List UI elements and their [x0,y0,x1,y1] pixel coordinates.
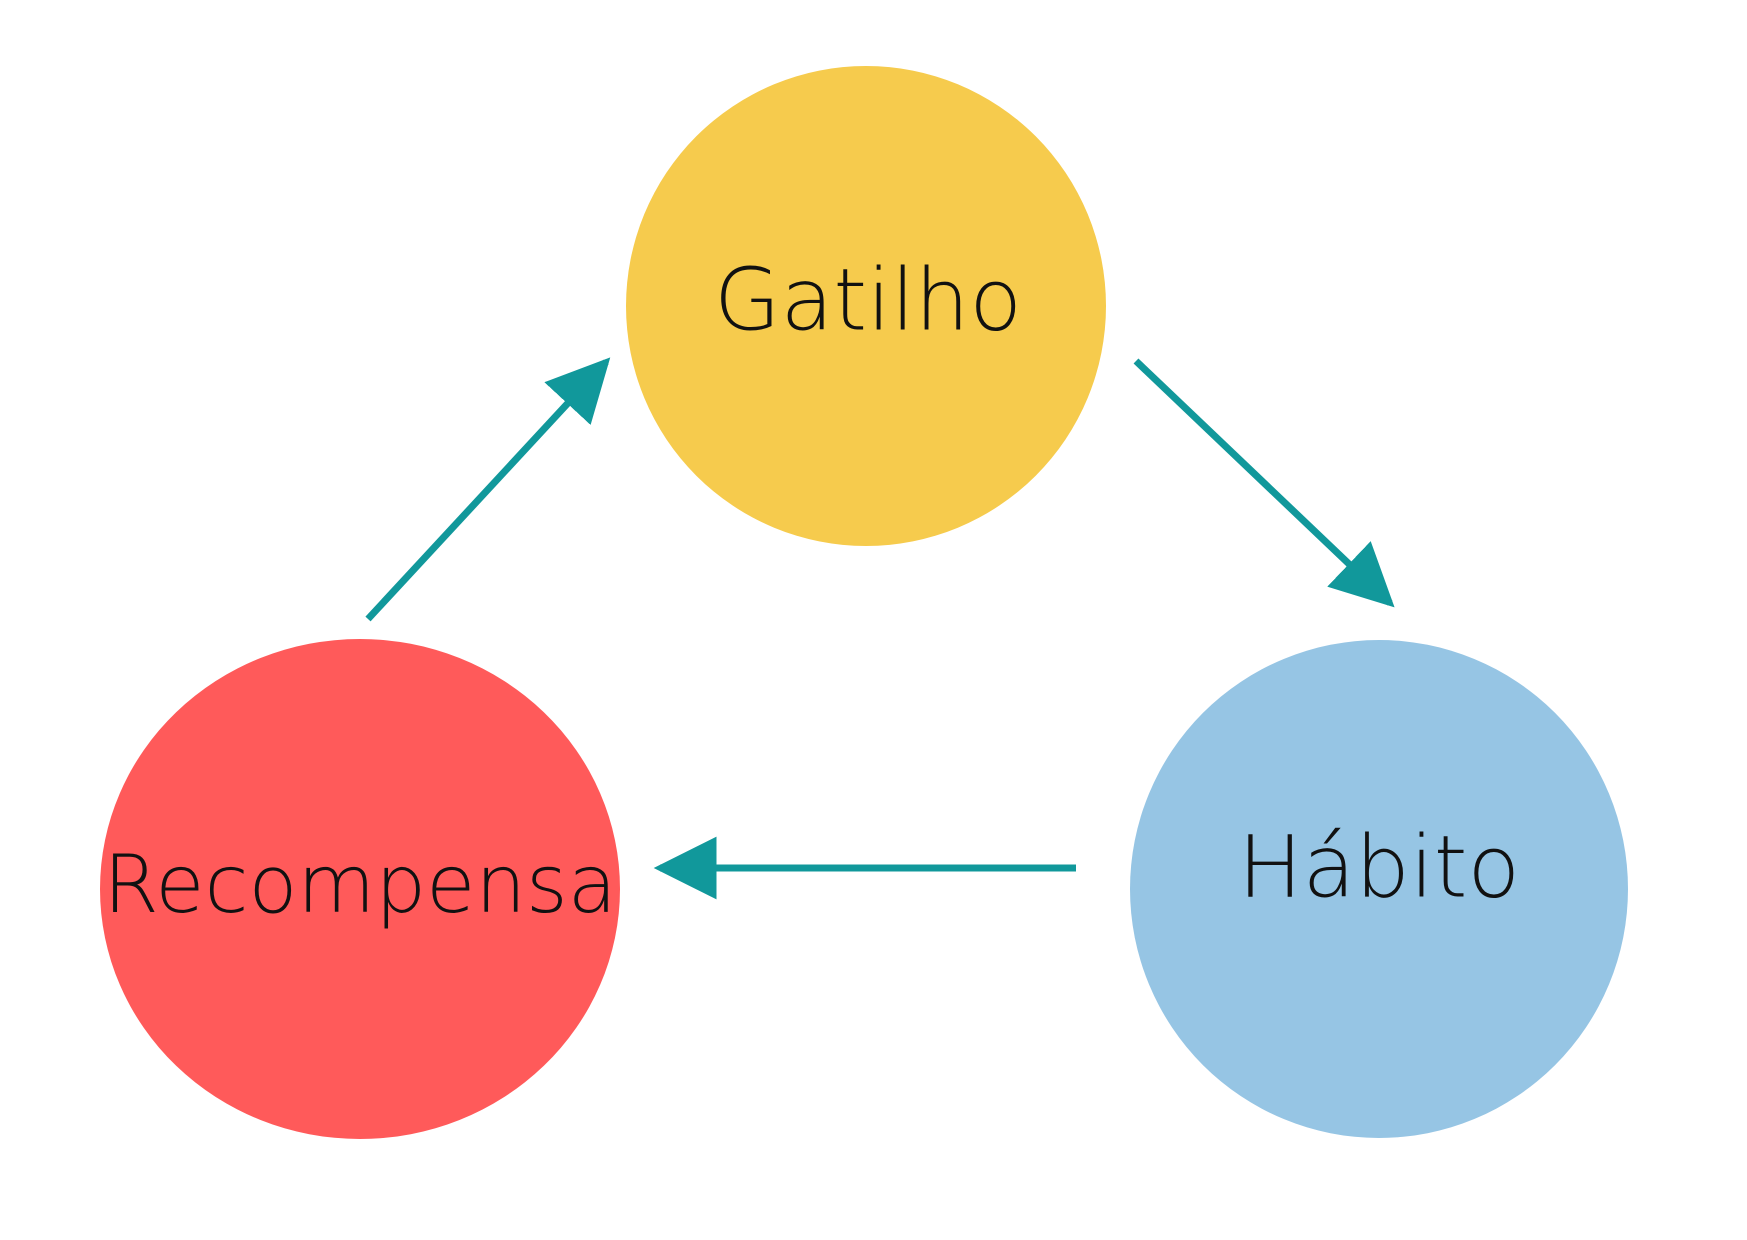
node-gatilho-circle [626,66,1106,546]
node-habito-label: Hábito [1238,818,1520,918]
node-gatilho-label: Gatilho [714,251,1022,351]
node-recompensa-label: Recompensa [103,838,616,931]
node-recompensa-circle [100,639,620,1139]
arrow-recompensa-to-gatilho [365,357,611,622]
node-habito-circle [1130,640,1628,1138]
arrow-gatilho-to-habito [1133,358,1395,608]
node-habito: Hábito [1130,640,1628,1138]
node-recompensa: Recompensa [100,639,620,1139]
node-gatilho: Gatilho [626,66,1106,546]
